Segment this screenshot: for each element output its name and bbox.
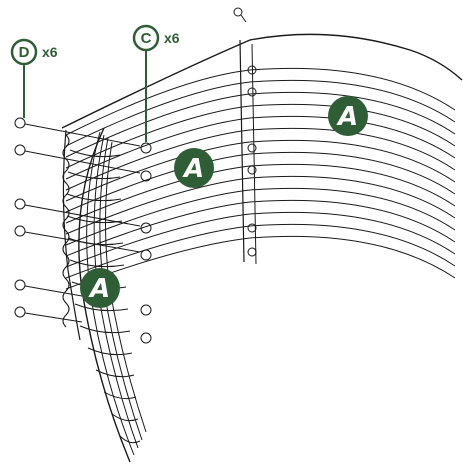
nut bbox=[140, 304, 152, 316]
nut-callout-letter: C bbox=[141, 30, 152, 47]
nut bbox=[140, 222, 152, 234]
svg-text:A: A bbox=[182, 154, 204, 184]
bolt-set bbox=[14, 117, 141, 323]
bolt-callout-quantity: x6 bbox=[42, 44, 58, 60]
nut bbox=[140, 332, 152, 344]
nut-callout: C x6 bbox=[132, 24, 180, 142]
seam-hardware bbox=[233, 7, 257, 257]
bolt bbox=[14, 306, 83, 323]
back-panel bbox=[61, 33, 463, 290]
nut-callout-quantity: x6 bbox=[164, 30, 180, 46]
svg-text:A: A bbox=[336, 102, 358, 132]
panel-label-middle: A bbox=[174, 148, 214, 188]
panel-label-front: A bbox=[80, 268, 120, 308]
panel-label-back: A bbox=[328, 96, 368, 136]
nut bbox=[140, 170, 152, 182]
svg-text:A: A bbox=[88, 274, 110, 304]
bolt bbox=[14, 117, 141, 147]
bolt bbox=[14, 225, 141, 253]
nut bbox=[140, 249, 152, 261]
bolt-callout: D x6 bbox=[10, 38, 58, 118]
nut-set bbox=[140, 142, 152, 344]
nut bbox=[140, 142, 152, 154]
bolt bbox=[14, 198, 141, 227]
bolt-callout-letter: D bbox=[19, 44, 30, 61]
bolt bbox=[14, 144, 141, 174]
bolt bbox=[14, 279, 83, 297]
